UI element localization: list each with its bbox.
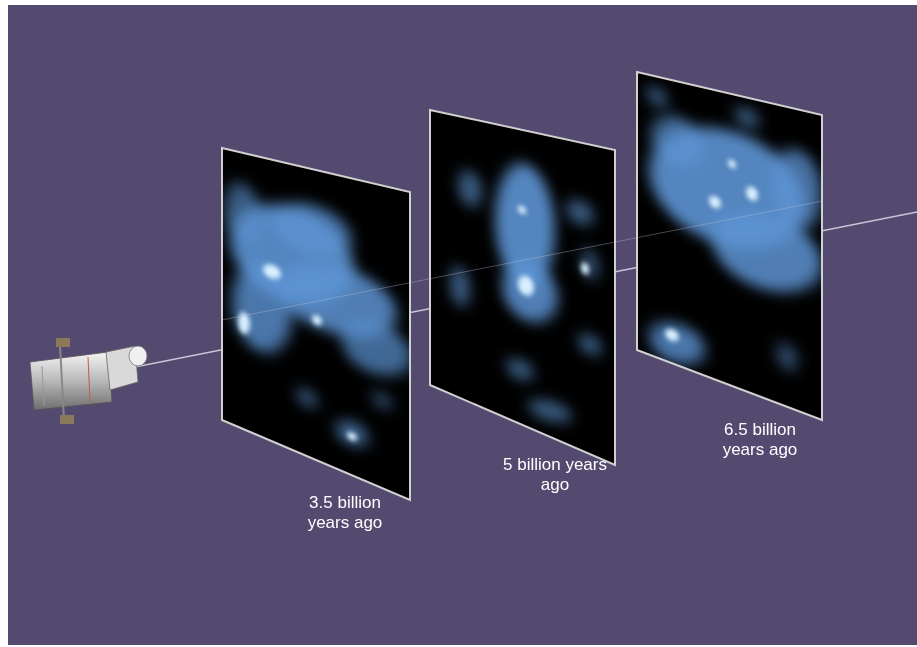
hubble-telescope [30,338,147,424]
dark-matter-map [637,72,822,420]
line-of-sight [222,201,822,320]
epoch-label: 5 billion years ago [499,455,611,495]
dark-matter-map [430,110,615,465]
epoch-label: 3.5 billion years ago [289,493,401,533]
dark-matter-map [222,148,412,500]
background [8,5,917,645]
epoch-label: 6.5 billion years ago [704,420,816,460]
